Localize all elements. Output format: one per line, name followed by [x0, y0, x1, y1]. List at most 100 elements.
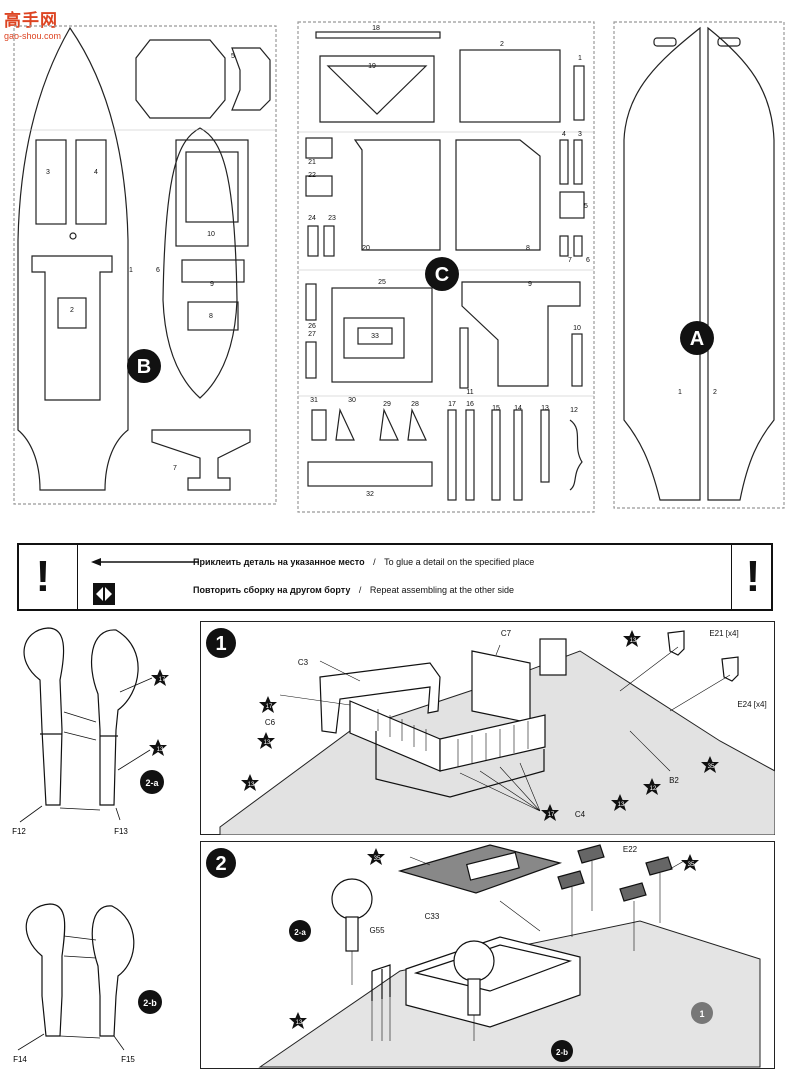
step-1-diagram: 1 C3 C7 E21 [x4] E24 [x4] C6 B2 C4 13171…: [206, 628, 775, 835]
label-f14: F14: [13, 1055, 27, 1064]
sprue-c-label-2: 2: [500, 41, 504, 48]
part-f14-outline: [25, 903, 66, 1037]
sprue-c-label-23: 23: [328, 215, 336, 222]
sprue-b-label-2: 2: [70, 307, 74, 314]
sprue-b-part-4: [75, 139, 107, 225]
paint-star-13-icon: 13: [149, 739, 167, 756]
sprue-b-label-3: 3: [46, 169, 50, 176]
sprue-a-label-2: 2: [713, 389, 717, 396]
sprue-b-label-9: 9: [210, 281, 214, 288]
legend-repeat-sep: /: [358, 585, 362, 595]
step1-label-e24: E24 [x4]: [737, 700, 766, 709]
step-1-number: 1: [215, 633, 226, 655]
svg-text:13: 13: [157, 747, 164, 753]
sprue-b-label-8: 8: [209, 313, 213, 320]
paint-star-icon: 13: [611, 794, 629, 811]
sprue-a-badge: A: [680, 321, 714, 355]
sprue-a-frame: [613, 21, 785, 509]
paint-star-label: 35: [374, 856, 381, 862]
step1-e24-part: [721, 656, 739, 682]
paint-star-icon: 13: [289, 1012, 307, 1029]
step2-label-g55: G55: [369, 926, 385, 935]
sprue-c-part-9: [461, 281, 581, 387]
paint-star-label: 35: [708, 764, 715, 770]
sprue-c-label-18: 18: [372, 25, 380, 32]
step2-label-c33: C33: [425, 912, 440, 921]
step-1-badge: [206, 628, 236, 658]
sprue-c-label-24: 24: [308, 215, 316, 222]
legend-glue-row: Приклеить деталь на указанное место / To…: [193, 557, 534, 567]
sprue-c-label-1: 1: [578, 55, 582, 62]
sprue-a-label-1: 1: [678, 389, 682, 396]
paint-star-label: 12: [650, 786, 657, 792]
sprue-c-label-30: 30: [348, 397, 356, 404]
sprue-b-label-7: 7: [173, 465, 177, 472]
sprue-c-label-16: 16: [466, 401, 474, 408]
paint-star-label: 13: [248, 782, 255, 788]
legend-glue-sep: /: [373, 557, 376, 567]
sprue-b-part-9: [181, 259, 245, 283]
paint-star-icon: 12: [643, 778, 661, 795]
sprue-b-part-6: [162, 127, 238, 399]
paint-star-icon: 13: [257, 732, 275, 749]
sprue-c-badge: C: [425, 257, 459, 291]
sprue-c-label-20: 20: [362, 245, 370, 252]
legend-divider-right: [731, 545, 732, 609]
step2-light-a: [331, 878, 373, 920]
step1-c3-part: [319, 662, 441, 734]
sprue-b-label-5: 5: [231, 53, 235, 60]
sprue-c-label-5: 5: [584, 203, 588, 210]
sprue-c-label-28: 28: [411, 401, 419, 408]
sprue-a-part-1: [623, 26, 701, 501]
part-f13-outline: [91, 629, 139, 806]
watermark-logo: 高手网 gao-shou.com: [4, 6, 74, 41]
paint-star-label: 17: [548, 812, 555, 818]
sprue-c-label-19: 19: [368, 63, 376, 70]
sprue-c-label-7: 7: [568, 257, 572, 264]
substep-2a-diagram: 17 13 2-a F12 F13: [12, 627, 169, 836]
sprue-b-part-5: [135, 39, 226, 119]
svg-text:2-a: 2-a: [294, 928, 306, 937]
sprue-b-part-7: [151, 429, 251, 491]
step1-label-c6: C6: [265, 718, 276, 727]
sprue-b-part-3: [35, 139, 67, 225]
sprue-c-label-33: 33: [371, 333, 379, 340]
sprue-c-part-2: [459, 49, 561, 123]
sprue-b-label-6: 6: [156, 267, 160, 274]
svg-text:2-a: 2-a: [145, 778, 159, 788]
sprue-a-badge-text: A: [690, 328, 704, 350]
paint-star-icon: 35: [367, 848, 385, 865]
svg-text:17: 17: [159, 677, 166, 683]
sprue-b-badge-text: B: [137, 356, 151, 378]
paint-star-17-icon: 17: [151, 669, 169, 686]
sprue-c-label-12: 12: [570, 407, 578, 414]
sprue-c-label-21: 21: [308, 159, 316, 166]
step2-e22-part: [577, 844, 605, 864]
sprue-c-label-3: 3: [578, 131, 582, 138]
glue-arrow-icon: [91, 558, 199, 566]
sprue-b-label-1: 1: [129, 267, 133, 274]
legend-repeat-ru: Повторить сборку на другом борту: [193, 585, 351, 595]
legend-divider-left: [77, 545, 78, 609]
legend-box: ! ! Приклеить деталь на указанное место …: [17, 543, 773, 611]
substep-2b-badge: [138, 990, 162, 1014]
step2-ref-1-badge: [691, 1002, 713, 1024]
substep-2b-diagram: 2-b F14 F15: [13, 903, 162, 1064]
sprue-c-label-14: 14: [514, 405, 522, 412]
sprue-c-badge-text: C: [435, 264, 449, 286]
sprue-c-label-26: 26: [308, 323, 316, 330]
step1-e21-part: [667, 630, 685, 656]
paint-star-label: 13: [264, 740, 271, 746]
sprue-c-label-27: 27: [308, 331, 316, 338]
sprue-c-label-11: 11: [466, 389, 473, 396]
sprue-b-label-4: 4: [94, 169, 98, 176]
part-f15-outline: [91, 905, 135, 1037]
step-2-number: 2: [215, 853, 226, 875]
sprue-c-label-9: 9: [528, 281, 532, 288]
step2-light-b: [453, 940, 495, 982]
sprue-c-label-4: 4: [562, 131, 566, 138]
svg-text:2-b: 2-b: [143, 998, 157, 1008]
warning-mark-left: !: [35, 552, 51, 601]
